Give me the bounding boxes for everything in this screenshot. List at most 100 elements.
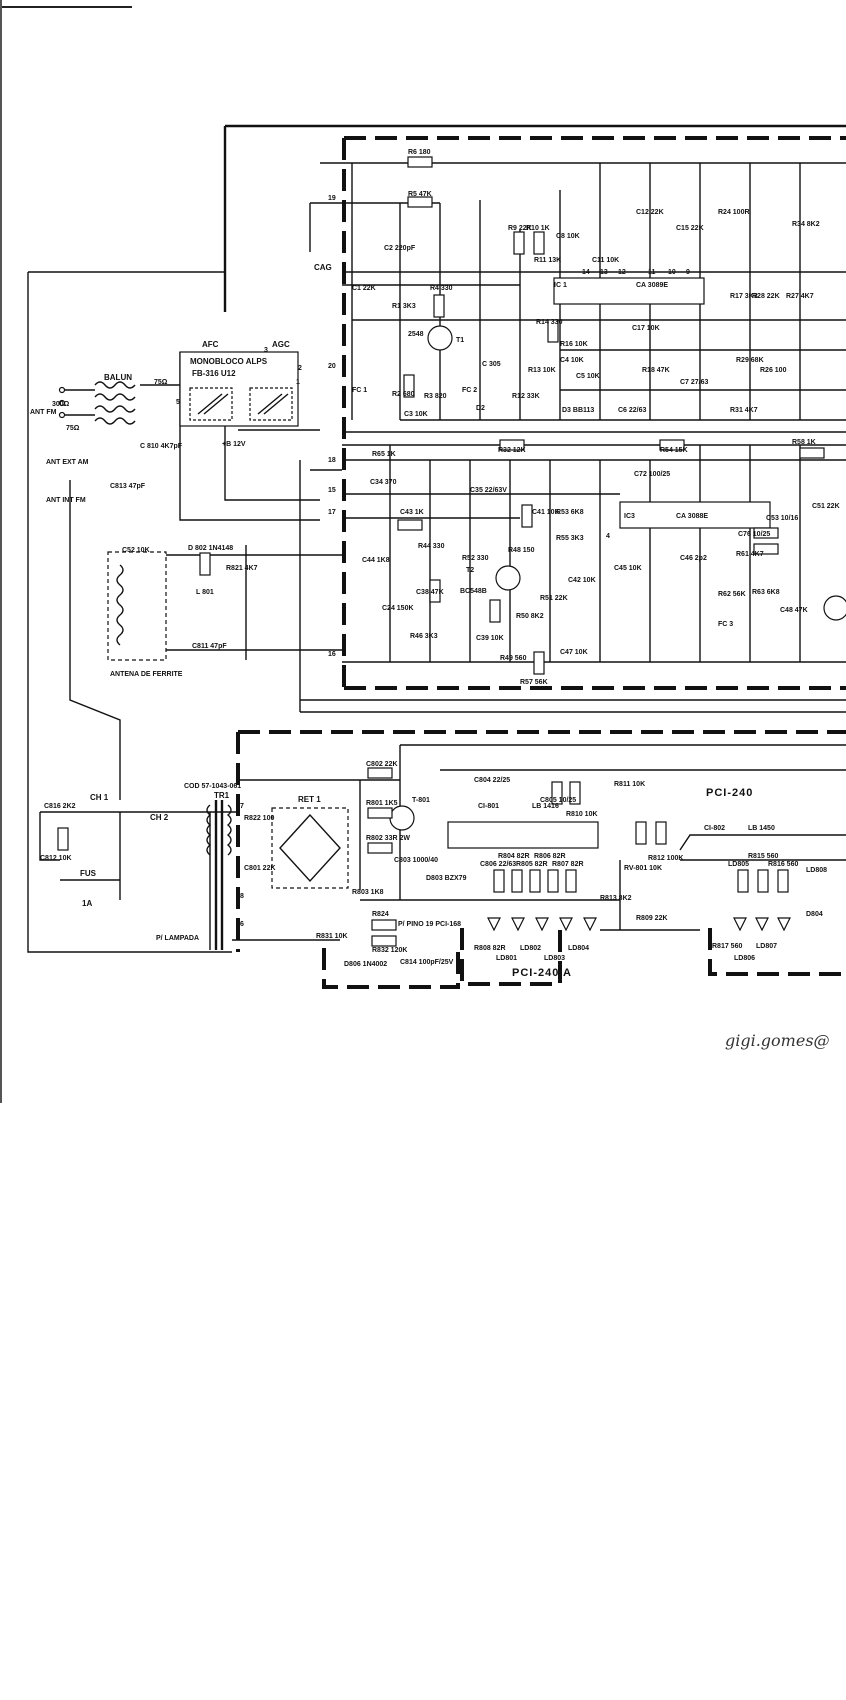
component-label: C72 100/25 [634,471,670,478]
ohm300-label: 300Ω [52,401,70,408]
component-label: C46 2p2 [680,555,707,562]
scan-edge [0,0,2,1103]
component-label: C2 220pF [384,245,416,252]
component-label: D804 [806,911,823,918]
component-label: R832 120K [372,947,407,954]
component-label: C803 1000/40 [394,857,438,864]
component-label: R65 1K [372,451,396,458]
t801-label: T-801 [412,797,430,804]
component-label: LD802 [520,945,541,952]
component-label: R815 560 [748,853,778,860]
component-label: LD806 [734,955,755,962]
ch1-label: CH 1 [90,793,109,802]
component-label: LD807 [756,943,777,950]
top-rule [0,6,132,8]
component-label: C47 10K [560,649,588,656]
afc-label: AFC [202,340,219,349]
fc2-label: FC 2 [462,387,477,394]
component-label: C41 10K [532,509,560,516]
component-label: R63 6K8 [752,589,780,596]
balun-label: BALUN [104,373,132,382]
component-labels: R6 180 R5 47K C2 220pF R9 22K R10 1K R11… [40,149,840,968]
component-label: C 810 4K7pF [140,443,183,450]
component-label: R51 22K [540,595,568,602]
component-label: C5 10K [576,373,600,380]
pin-number: 9 [686,269,690,276]
component-label: D806 1N4002 [344,961,387,968]
component-label: C12 22K [636,209,664,216]
component-label: C39 10K [476,635,504,642]
pin-number: 1 [296,379,300,386]
component-label: D803 BZX79 [426,875,467,882]
front-end-module [179,351,299,427]
t2-part-label: BC548B [460,588,487,595]
component-label: C805 10/25 [540,797,576,804]
ci802-part-label: LB 1450 [748,825,775,832]
fuse-value-label: 1A [82,899,92,908]
component-label: D2 [476,405,485,412]
component-label: R821 4K7 [226,565,258,572]
cag-label: CAG [314,263,332,272]
component-label: R9 22K [508,225,532,232]
component-label: R12 33K [512,393,540,400]
component-label: LD801 [496,955,517,962]
component-label: C814 100pF/25V [400,959,454,966]
supply-label: +B 12V [222,441,246,448]
component-label: R50 8K2 [516,613,544,620]
component-label: R803 1K8 [352,889,384,896]
component-label: C15 22K [676,225,704,232]
component-label: R804 82R [498,853,530,860]
component-label: D3 BB113 [562,407,594,414]
component-label: R27 4K7 [786,293,814,300]
component-label: C7 27/63 [680,379,709,386]
fc1-label: FC 1 [352,387,367,394]
transformer-label: TR1 [214,791,230,800]
component-label: LD803 [544,955,565,962]
component-label: C804 22/25 [474,777,510,784]
component-label: R2 680 [392,391,415,398]
component-label: R813 8K2 [600,895,632,902]
ferrite-antenna [107,551,167,661]
component-label: R46 3K3 [410,633,438,640]
ant-fm-label: ANT FM [30,409,57,416]
component-label: R14 330 [536,319,563,326]
pin-number: 15 [328,487,336,494]
component-label: R18 47K [642,367,670,374]
pin-number: 14 [582,269,590,276]
ci801-label: CI-801 [478,803,499,810]
component-label: C6 22/63 [618,407,647,414]
component-label: R32 12K [498,447,526,454]
component-label: C1 22K [352,285,376,292]
component-label: R52 330 [462,555,489,562]
transformer [206,800,232,950]
component-label: C48 47K [780,607,808,614]
component-label: R807 82R [552,861,584,868]
component-label: C52 10K [122,547,150,554]
ic3-box [619,501,771,529]
component-label: C34 370 [370,479,397,486]
fuse-label: FUS [80,869,97,878]
ant-ext-am-label: ANT EXT AM [46,459,89,466]
component-label: C802 22K [366,761,398,768]
t2-label: T2 [466,567,474,574]
component-label: C813 47pF [110,483,146,490]
component-label: C24 150K [382,605,414,612]
ci801-part-label: LB 1416 [532,803,559,810]
pin-number: 13 [600,269,608,276]
input-labels: ANT FM 300Ω 75Ω 75Ω ANT EXT AM ANT INT F… [30,263,332,504]
pin-number: 10 [668,269,676,276]
component-label: R11 13K [534,257,561,264]
component-label: R816 560 [768,861,798,868]
component-label: C8 10K [556,233,580,240]
rectifier-bridge [271,807,349,889]
transformer-cod-label: COD 57-1043-061 [184,783,241,790]
component-label: R54 15K [660,447,688,454]
pin-number: 19 [328,195,336,202]
component-label: C43 1K [400,509,424,516]
agc-label: AGC [272,340,290,349]
ic3-label: IC3 [624,513,635,520]
component-label: R44 330 [418,543,445,550]
lamp-label: P/ LAMPADA [156,935,199,942]
pin-number: 11 [648,269,656,276]
component-label: R6 180 [408,149,431,156]
